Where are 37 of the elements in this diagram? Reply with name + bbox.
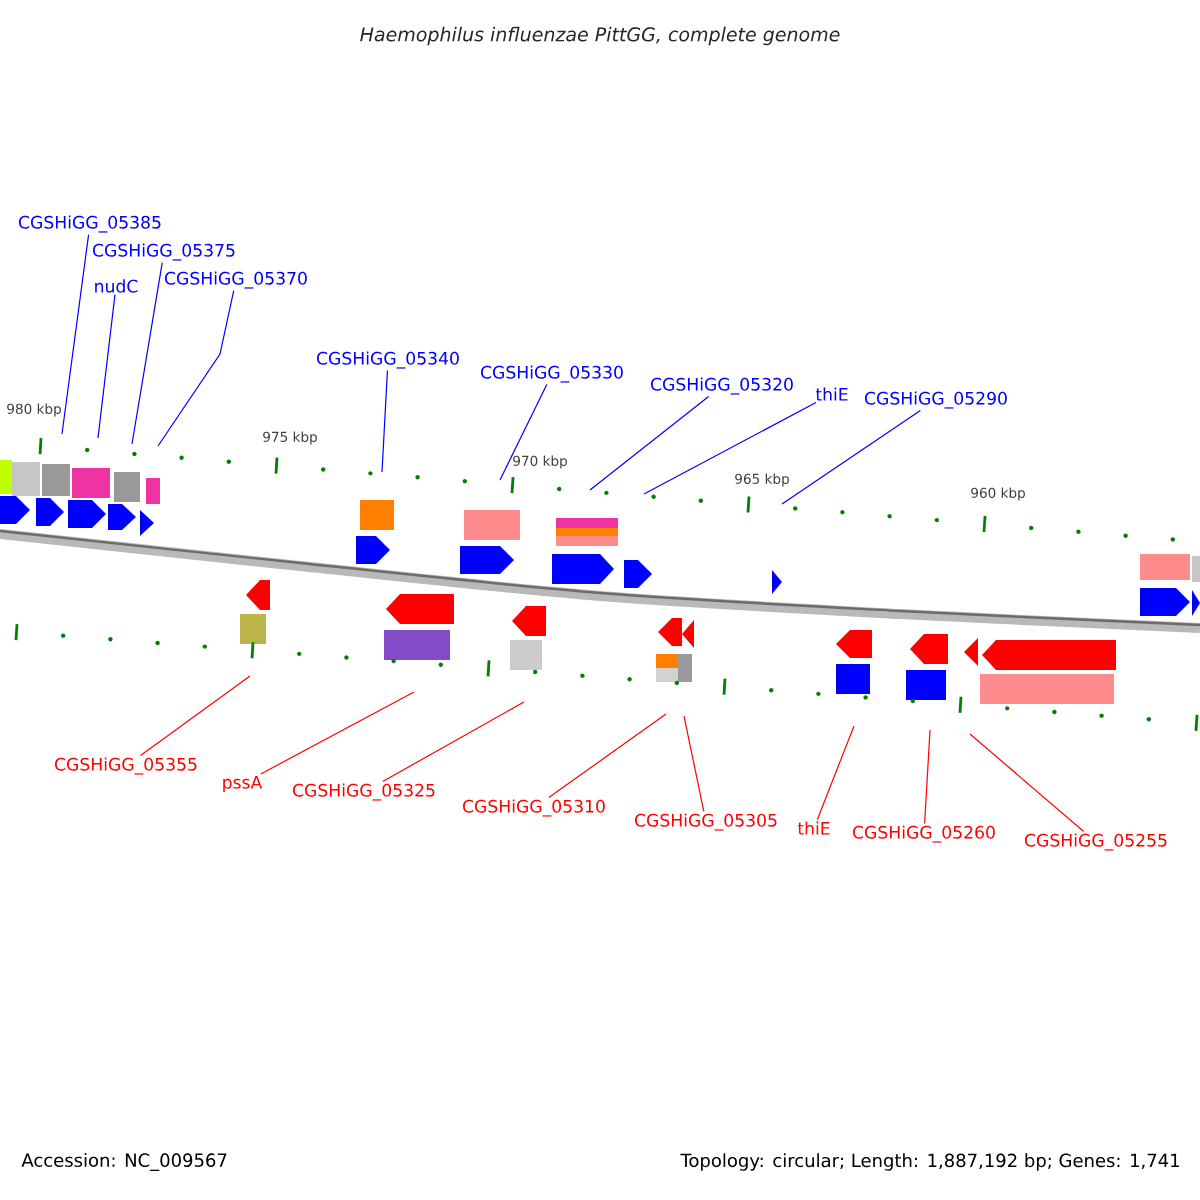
- leader-line: [781, 409, 921, 505]
- leader-line: [499, 383, 548, 481]
- leader-line: [924, 729, 931, 825]
- gene-label: CGSHiGG_05385: [19, 215, 161, 233]
- leader-line: [382, 701, 525, 783]
- gene-label: nudC: [95, 279, 138, 293]
- leader-line: [589, 395, 710, 491]
- gene-label: CGSHiGG_05330: [481, 365, 623, 383]
- leader-line: [260, 691, 415, 775]
- gene-label: CGSHiGG_05310: [463, 799, 605, 817]
- gene-label: CGSHiGG_05290: [865, 391, 1007, 409]
- title: Haemophilus influenzae PittGG, complete genome: [360, 26, 840, 46]
- leader-line: [157, 289, 235, 447]
- gene-label: CGSHiGG_05255: [1025, 833, 1167, 851]
- gene-label: CGSHiGG_05320: [651, 377, 793, 395]
- leader-line: [643, 401, 817, 495]
- gene-label: thiE: [797, 821, 830, 835]
- footer-text: Accession: NC_009567: [21, 1153, 227, 1171]
- gene-label: thiE: [815, 387, 848, 401]
- footer-text: Topology: circular; Length: 1,887,192 bp; Genes: 1,741: [680, 1153, 1179, 1171]
- gene-label: CGSHiGG_05305: [635, 813, 777, 831]
- leader-line: [548, 713, 667, 799]
- leader-line: [683, 715, 705, 813]
- leader-line: [381, 369, 389, 473]
- leader-line: [969, 733, 1085, 833]
- gene-label: CGSHiGG_05375: [93, 243, 235, 261]
- gene-label: CGSHiGG_05355: [55, 757, 197, 775]
- gene-label: CGSHiGG_05340: [317, 351, 459, 369]
- leader-line: [816, 725, 855, 821]
- leader-line: [139, 675, 251, 757]
- gene-label: CGSHiGG_05260: [853, 825, 995, 843]
- gene-label: CGSHiGG_05325: [293, 783, 435, 801]
- gene-label: pssA: [223, 776, 263, 793]
- gene-label: CGSHiGG_05370: [165, 271, 307, 289]
- leader-line: [97, 294, 116, 439]
- leader-line: [131, 261, 163, 445]
- leader-line: [61, 233, 90, 435]
